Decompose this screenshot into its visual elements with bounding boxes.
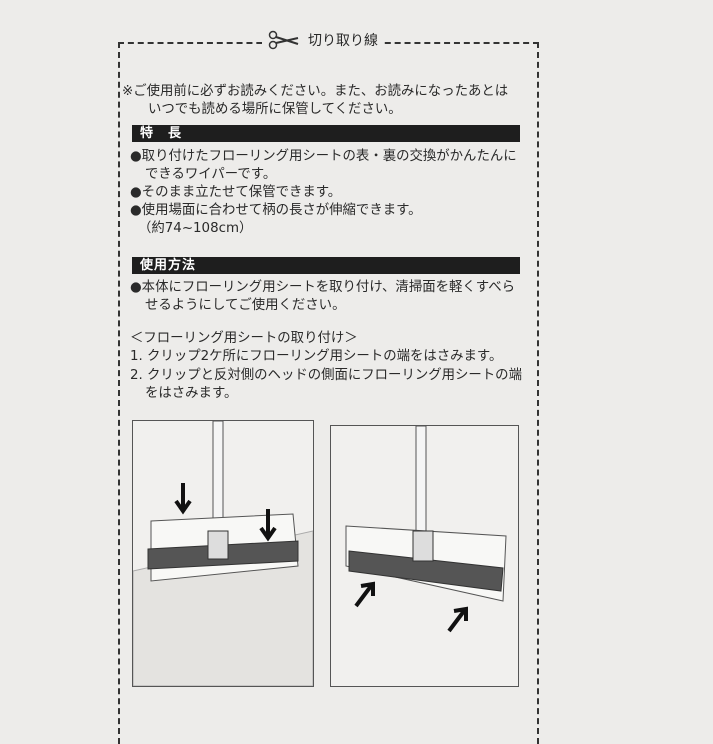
usage-heading: 使用方法 [132, 257, 520, 274]
feature-line: ●そのまま立たせて保管できます。 [130, 185, 342, 200]
wiper-side-illustration [330, 425, 519, 687]
wiper-clip-illustration [132, 420, 314, 687]
features-heading: 特 長 [132, 125, 520, 142]
cut-line-label: 切り取り線 [262, 30, 384, 50]
scissors-icon [268, 30, 299, 50]
usage-step: 1. クリップ2ケ所にフローリング用シートの端をはさみます。 [130, 349, 503, 364]
usage-step: をはさみます。 [145, 386, 238, 401]
notice-line: いつでも読める場所に保管してください。 [148, 102, 402, 117]
feature-line: できるワイパーです。 [145, 167, 277, 182]
notice-line: ※ご使用前に必ずお読みください。また、お読みになったあとは [122, 84, 509, 99]
feature-line: ●取り付けたフローリング用シートの表・裏の交換がかんたんに [130, 149, 517, 164]
usage-line: ●本体にフローリング用シートを取り付け、清掃面を軽くすべら [130, 280, 516, 295]
usage-line: せるようにしてご使用ください。 [145, 298, 346, 313]
feature-line: ●使用場面に合わせて柄の長さが伸縮できます。 [130, 203, 422, 218]
usage-step: 2. クリップと反対側のヘッドの側面にフローリング用シートの端 [130, 368, 522, 383]
cut-line-text: 切り取り線 [308, 33, 378, 49]
feature-line: （約74~108cm） [138, 221, 253, 236]
usage-subheading: ＜フローリング用シートの取り付け＞ [130, 331, 358, 346]
